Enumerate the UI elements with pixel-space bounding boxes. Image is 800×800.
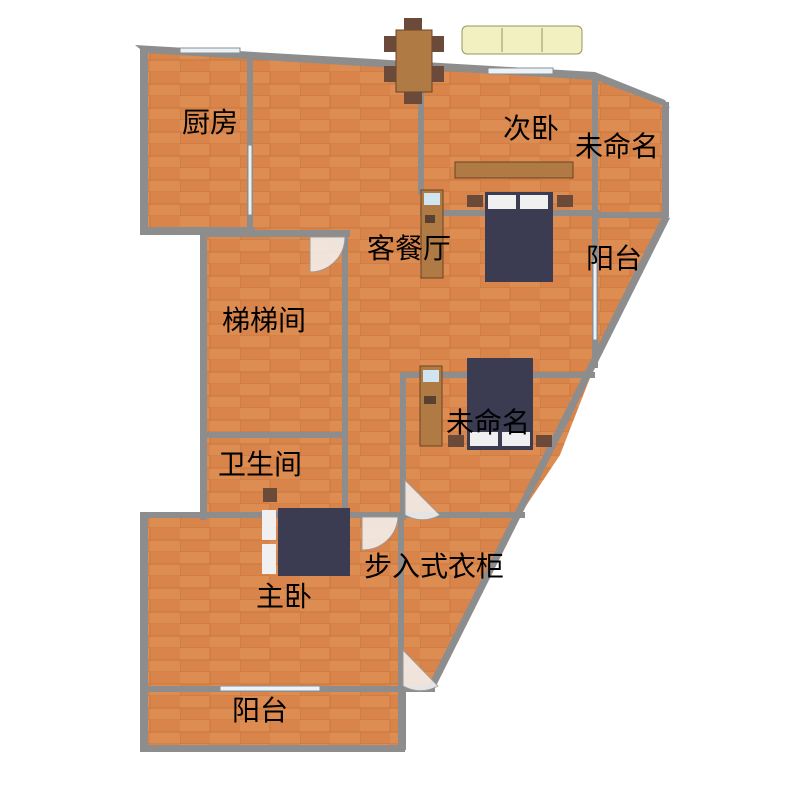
wall-bottom xyxy=(140,745,405,752)
furniture xyxy=(262,18,583,576)
wall-diagonal xyxy=(427,215,670,690)
window-kitchen-top xyxy=(179,47,241,54)
middle-room-desk xyxy=(419,365,443,447)
wall-stair-top xyxy=(200,230,350,237)
middle-room-bed xyxy=(448,358,552,450)
wall-second-bed-left xyxy=(418,75,424,195)
wall-right-outer xyxy=(662,102,669,217)
label-balcony-bottom: 阳台 xyxy=(232,694,288,727)
wall-master-right xyxy=(398,515,404,750)
corridor-floor xyxy=(345,235,405,515)
dining-table xyxy=(384,18,444,104)
master-bed xyxy=(262,488,350,576)
wall-kitchen-bottom xyxy=(140,227,255,235)
wall-stair-left xyxy=(200,230,207,520)
window-balcony-bottom xyxy=(219,685,321,692)
label-master-bedroom: 主卧 xyxy=(256,580,312,613)
window-kitchen-right xyxy=(247,144,253,216)
door-closet[interactable] xyxy=(402,648,439,692)
label-stairwell: 梯梯间 xyxy=(222,304,306,337)
label-balcony-right: 阳台 xyxy=(586,242,642,275)
sofa xyxy=(461,25,583,55)
living-cabinet xyxy=(420,189,444,279)
window-second-bed xyxy=(487,67,554,75)
door-middle-room[interactable] xyxy=(404,478,441,521)
wall-kitchen-right xyxy=(247,55,253,233)
label-unnamed-middle: 未命名 xyxy=(446,406,530,439)
label-kitchen: 厨房 xyxy=(182,106,238,139)
door-master[interactable] xyxy=(361,516,399,551)
wall-second-bed-right xyxy=(592,78,598,368)
wall-stair-right xyxy=(342,232,348,517)
wall-balcony-right xyxy=(400,686,406,750)
door-stairwell[interactable] xyxy=(309,236,346,273)
kitchen-floor xyxy=(148,52,251,230)
window-balcony-right xyxy=(592,259,598,341)
label-walk-in-closet: 步入式衣柜 xyxy=(364,550,504,583)
balcony-bottom-floor xyxy=(148,690,400,745)
wall-unnamed-top-bottom xyxy=(595,212,667,218)
label-unnamed-top: 未命名 xyxy=(575,130,659,163)
doors xyxy=(309,236,441,692)
wall-master-left xyxy=(140,512,148,752)
windows xyxy=(179,47,598,692)
second-bedroom-bed xyxy=(467,192,573,282)
label-bathroom: 卫生间 xyxy=(218,448,302,481)
label-second-bedroom: 次卧 xyxy=(503,112,559,145)
label-living-dining: 客餐厅 xyxy=(367,232,451,265)
room-labels: 厨房 次卧 未命名 客餐厅 阳台 梯梯间 未命名 卫生间 步入式衣柜 主卧 阳台 xyxy=(182,106,659,727)
wall-bath-top xyxy=(200,432,348,438)
tv-cabinet xyxy=(454,161,574,179)
walls xyxy=(135,45,670,752)
wall-left-kitchen xyxy=(140,48,148,235)
walk-in-closet-floor xyxy=(400,515,520,687)
master-bedroom-floor xyxy=(148,515,400,687)
wall-middle-left xyxy=(400,372,406,520)
